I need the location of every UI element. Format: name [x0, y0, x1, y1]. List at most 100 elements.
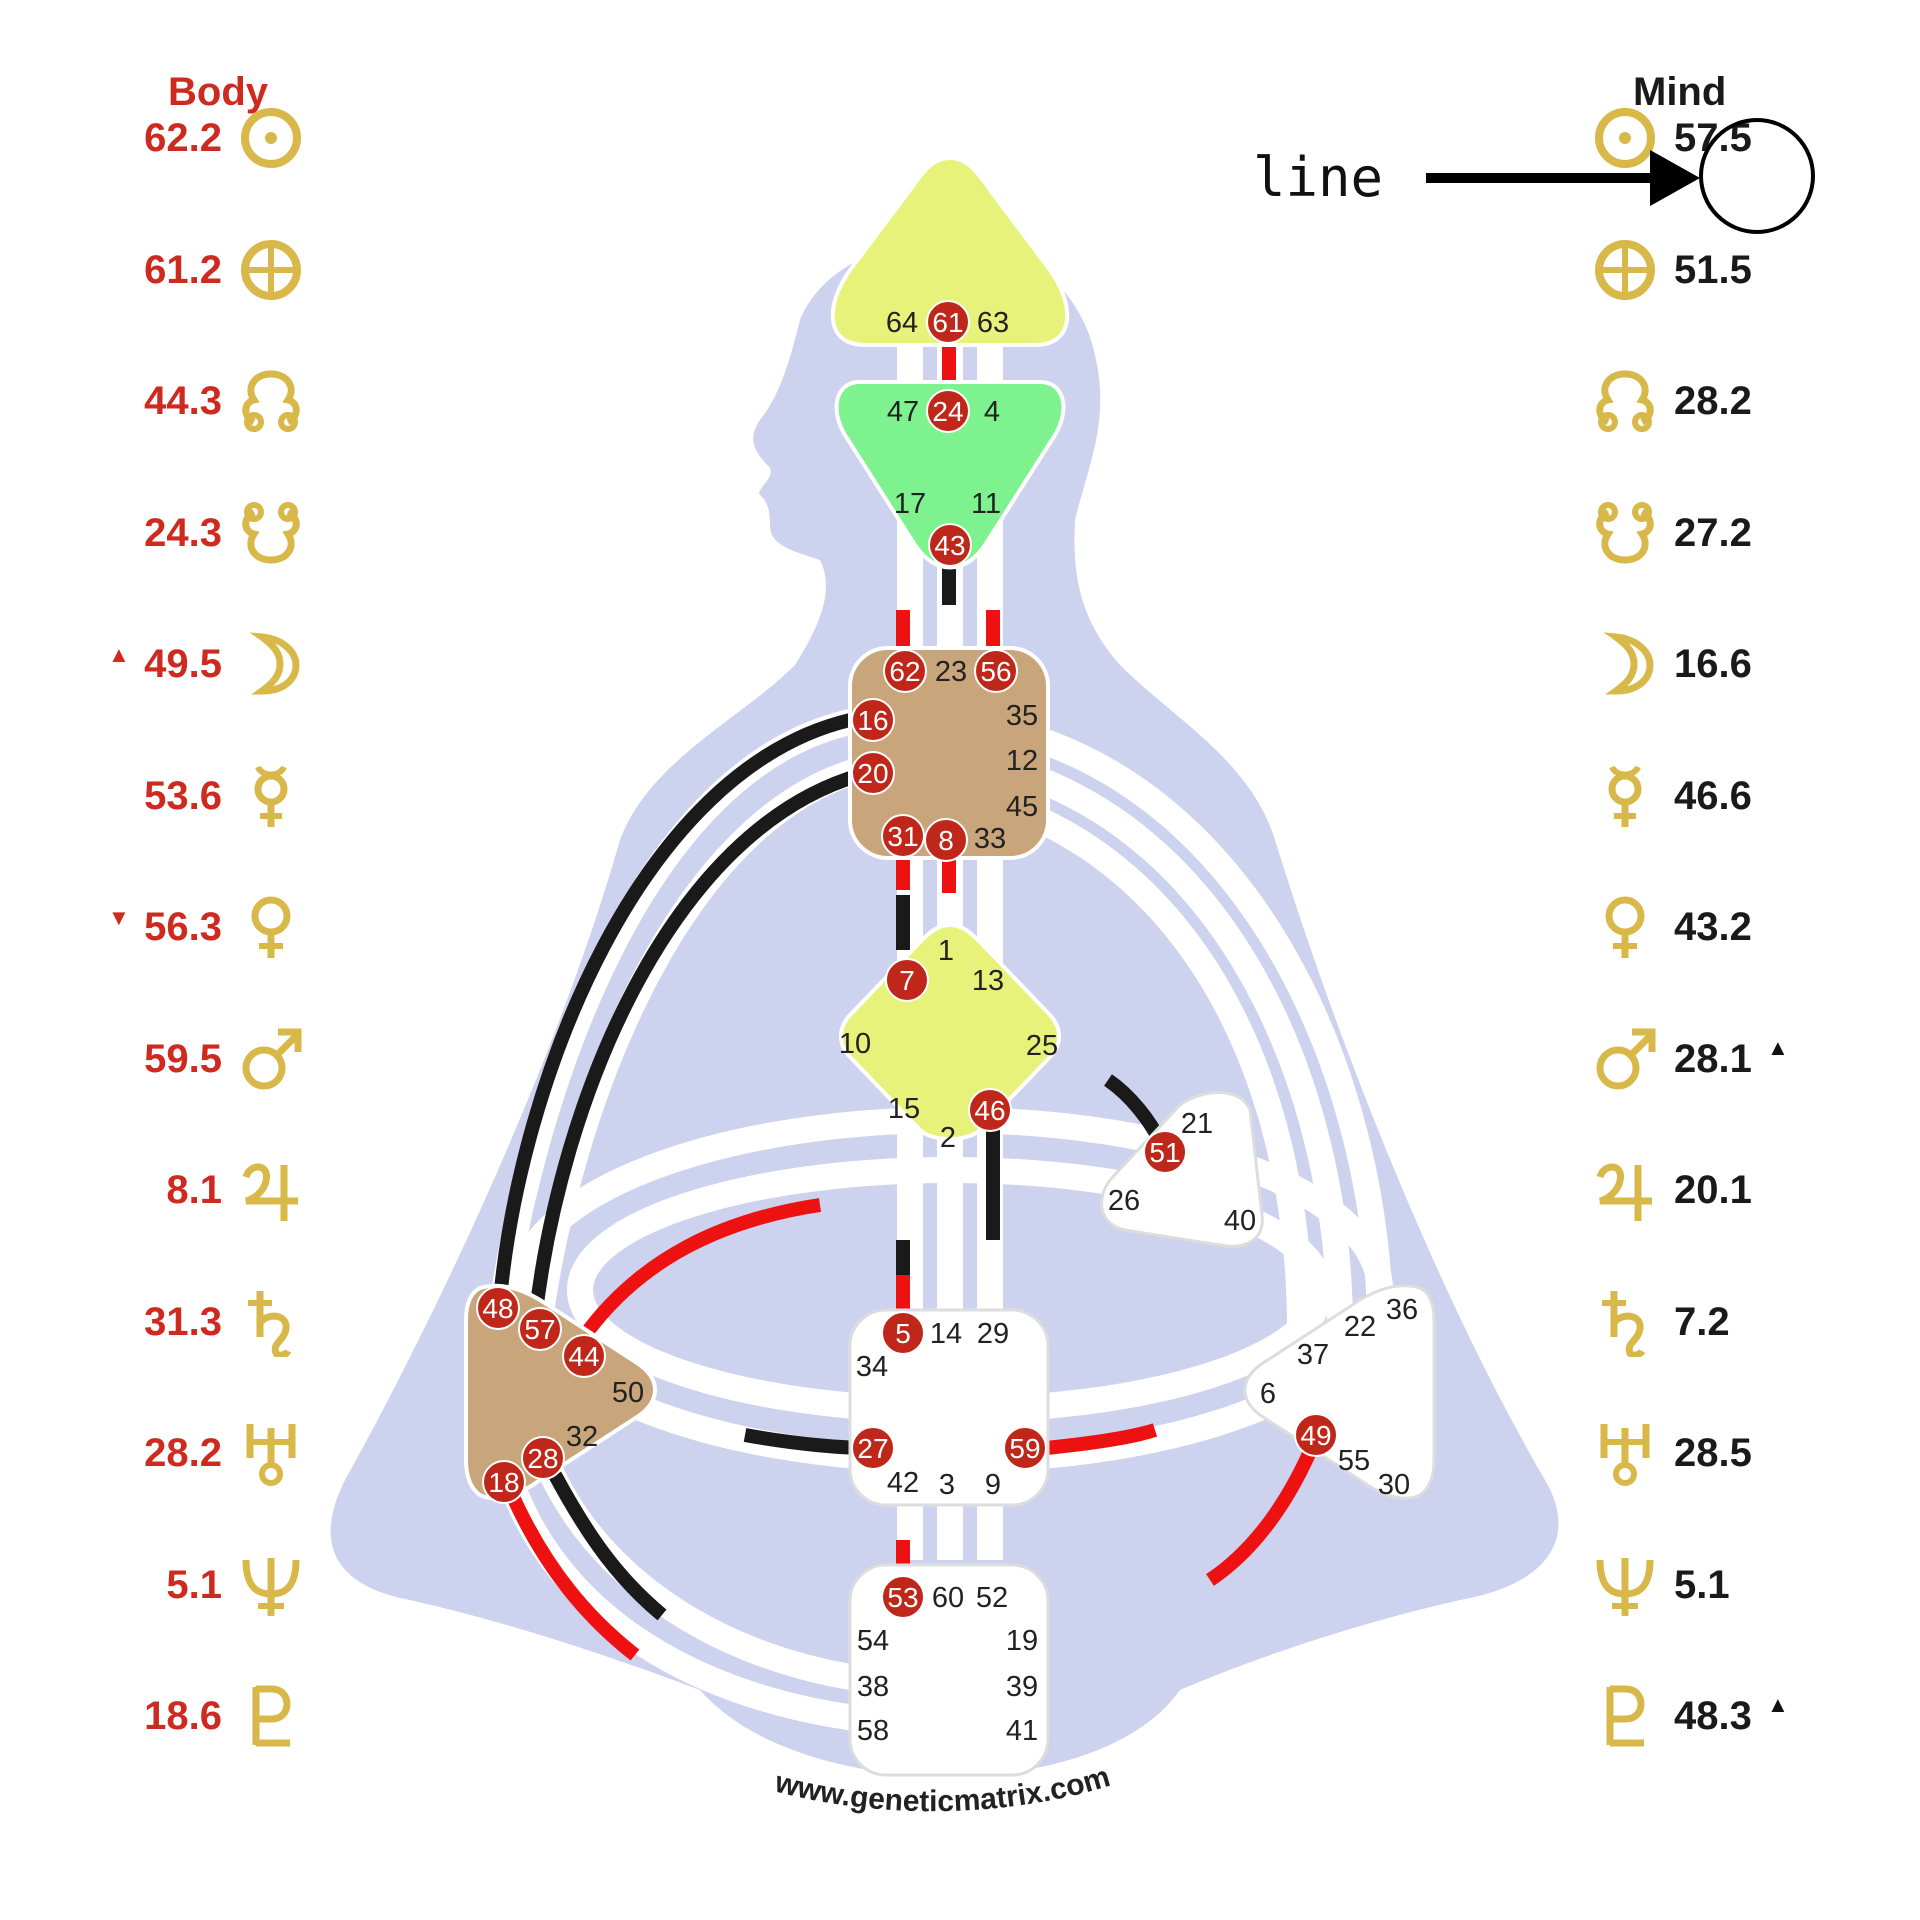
body-value-mercury: 53.6 [144, 773, 222, 818]
svg-text:41: 41 [1006, 1715, 1038, 1747]
gate-52: 52 [976, 1582, 1008, 1614]
svg-text:29: 29 [977, 1318, 1009, 1350]
svg-text:56: 56 [980, 656, 1011, 687]
svg-text:53: 53 [887, 1582, 918, 1613]
pluto-icon [1590, 1681, 1660, 1751]
svg-text:52: 52 [976, 1582, 1008, 1614]
gate-25: 25 [1026, 1030, 1058, 1062]
gate-53: 53 [881, 1575, 925, 1619]
svg-text:49: 49 [1300, 1420, 1331, 1451]
mind-value-earth: 51.5 [1674, 247, 1752, 292]
svg-text:30: 30 [1378, 1469, 1410, 1501]
mind-row-south-node: 27.2 [1590, 493, 1920, 573]
body-value-pluto: 18.6 [144, 1694, 222, 1738]
jupiter-icon [1590, 1155, 1660, 1225]
svg-text:28: 28 [527, 1443, 558, 1474]
gate-4: 4 [984, 396, 1000, 428]
annotation-label: line [1253, 146, 1384, 209]
svg-text:14: 14 [930, 1318, 962, 1350]
svg-text:34: 34 [856, 1351, 888, 1383]
body-row-uranus: 28.2 [0, 1413, 320, 1493]
heart-center [1100, 1091, 1264, 1248]
svg-text:48: 48 [482, 1293, 513, 1324]
saturn-icon [1590, 1287, 1660, 1359]
mind-column-title: Mind [1633, 70, 1727, 114]
gate-55: 55 [1338, 1445, 1370, 1477]
gate-26: 26 [1108, 1185, 1140, 1217]
gate-51: 51 [1143, 1130, 1187, 1174]
svg-text:3: 3 [939, 1469, 955, 1501]
gate-59: 59 [1003, 1426, 1047, 1470]
gate-50: 50 [612, 1377, 644, 1409]
channel-16-48 [493, 713, 852, 1301]
gate-12: 12 [1006, 745, 1038, 777]
gate-62: 62 [883, 649, 927, 693]
annotation-circle [1699, 118, 1815, 234]
gate-3: 3 [939, 1469, 955, 1501]
mind-value-jupiter: 20.1 [1674, 1168, 1752, 1212]
gate-22: 22 [1344, 1311, 1376, 1343]
mind-marker-pluto: ▲ [1767, 1692, 1789, 1717]
svg-text:55: 55 [1338, 1445, 1370, 1477]
head-center [830, 155, 1070, 347]
gate-37: 37 [1297, 1339, 1329, 1371]
svg-text:40: 40 [1224, 1205, 1256, 1237]
svg-text:47: 47 [887, 396, 919, 428]
mind-row-moon: 16.6 [1590, 624, 1920, 704]
gate-44: 44 [562, 1334, 606, 1378]
svg-text:51: 51 [1149, 1137, 1180, 1168]
gate-7: 7 [885, 958, 929, 1002]
channel-18-58a [503, 1487, 640, 1661]
body-column-title: Body [168, 70, 268, 114]
track-right-arc-2 [1035, 767, 1353, 1331]
mind-row-jupiter: 20.1 [1590, 1150, 1920, 1230]
gate-64: 64 [886, 307, 918, 339]
neptune-icon [1590, 1550, 1660, 1620]
gate-17: 17 [894, 488, 926, 520]
svg-text:25: 25 [1026, 1030, 1058, 1062]
gate-27: 27 [851, 1426, 895, 1470]
mind-value-mercury: 46.6 [1674, 773, 1752, 818]
mind-value-venus: 43.2 [1674, 905, 1752, 949]
svg-text:24: 24 [932, 396, 963, 427]
svg-text:6: 6 [1260, 1378, 1276, 1410]
svg-text:19: 19 [1006, 1625, 1038, 1657]
sacral-center [848, 1308, 1050, 1507]
svg-text:46: 46 [974, 1095, 1005, 1126]
gate-20: 20 [851, 751, 895, 795]
body-row-earth: 61.2 [0, 230, 320, 310]
mind-row-neptune: 5.1 [1590, 1545, 1920, 1625]
gate-32: 32 [566, 1421, 598, 1453]
gate-40: 40 [1224, 1205, 1256, 1237]
gate-13: 13 [972, 965, 1004, 997]
svg-text:50: 50 [612, 1377, 644, 1409]
mercury-icon [236, 761, 306, 831]
gate-58: 58 [857, 1715, 889, 1747]
mind-row-sun: 57.5 [1590, 98, 1920, 178]
gate-42: 42 [887, 1467, 919, 1499]
gate-47: 47 [887, 396, 919, 428]
mercury-icon [1590, 761, 1660, 831]
body-row-jupiter: 8.1 [0, 1150, 320, 1230]
gate-30: 30 [1378, 1469, 1410, 1501]
gate-9: 9 [985, 1469, 1001, 1501]
gate-6: 6 [1260, 1378, 1276, 1410]
gate-46: 46 [968, 1088, 1012, 1132]
gate-10: 10 [839, 1028, 871, 1060]
south-node-icon [1590, 498, 1660, 568]
uranus-icon [1590, 1418, 1660, 1488]
channel-49-19 [1206, 1437, 1322, 1586]
body-value-venus: 56.3 [144, 905, 222, 949]
earth-icon [236, 235, 306, 305]
mind-value-south-node: 27.2 [1674, 510, 1752, 555]
uranus-icon [236, 1418, 306, 1488]
svg-text:23: 23 [935, 656, 967, 688]
svg-text:22: 22 [1344, 1311, 1376, 1343]
body-row-pluto: 18.6 [0, 1676, 320, 1756]
gate-35: 35 [1006, 700, 1038, 732]
svg-text:27: 27 [857, 1433, 888, 1464]
svg-text:32: 32 [566, 1421, 598, 1453]
gate-19: 19 [1006, 1625, 1038, 1657]
gate-63: 63 [977, 307, 1009, 339]
